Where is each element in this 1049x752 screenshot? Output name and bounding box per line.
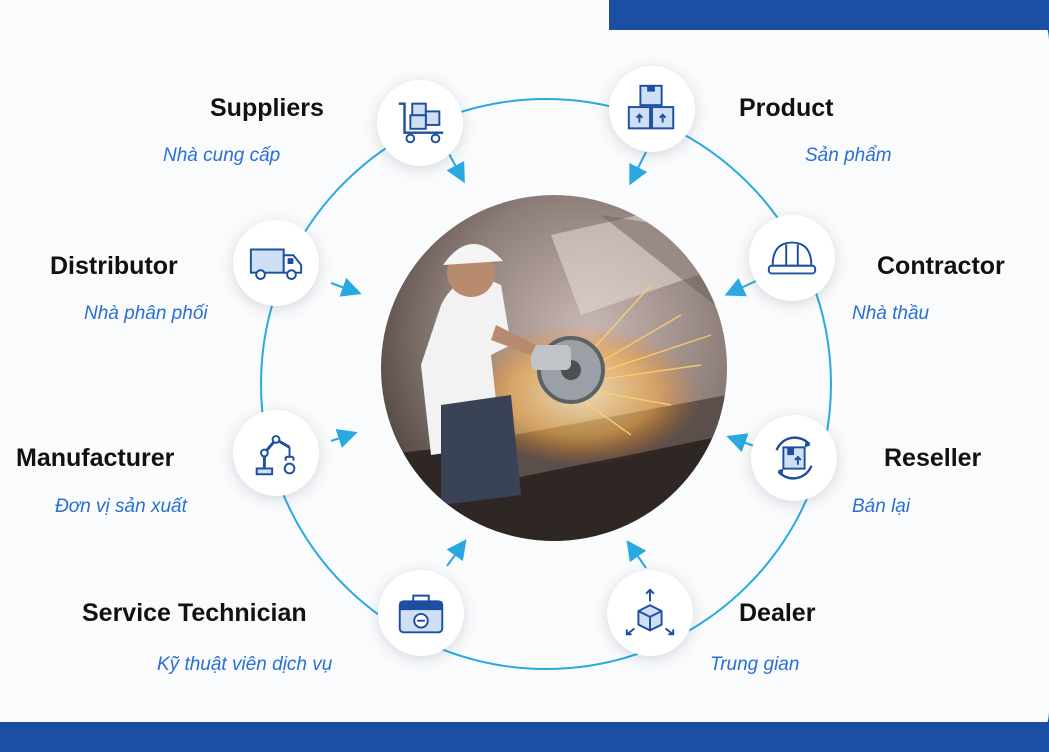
- worker-grinding-metal-photo: [381, 195, 727, 541]
- bottom-band: [0, 722, 1049, 752]
- suppliers-subtitle: Nhà cung cấp: [163, 145, 281, 166]
- suppliers-title: Suppliers: [210, 94, 324, 122]
- hard-hat-icon: [749, 215, 835, 301]
- corner-accent: [609, 0, 1049, 30]
- dealer-subtitle: Trung gian: [710, 654, 800, 675]
- contractor-title: Contractor: [877, 252, 1005, 280]
- service-technician-title: Service Technician: [82, 599, 307, 627]
- distributor-title: Distributor: [50, 252, 178, 280]
- box-arrows-icon: [607, 570, 693, 656]
- dealer-title: Dealer: [739, 599, 816, 627]
- reseller-title: Reseller: [884, 444, 982, 472]
- box-cycle-icon: [751, 415, 837, 501]
- distributor-subtitle: Nhà phân phối: [84, 303, 208, 324]
- stacked-boxes-icon: [609, 66, 695, 152]
- manufacturer-title: Manufacturer: [16, 444, 175, 472]
- manufacturer-subtitle: Đơn vị sản xuất: [55, 496, 187, 517]
- product-title: Product: [739, 94, 834, 122]
- service-technician-subtitle: Kỹ thuật viên dịch vụ: [157, 654, 333, 675]
- truck-icon: [233, 220, 319, 306]
- inward-arrows: [330, 151, 757, 569]
- reseller-subtitle: Bán lại: [852, 496, 911, 517]
- toolbox-icon: [378, 570, 464, 656]
- contractor-subtitle: Nhà thầu: [852, 303, 930, 324]
- cart-boxes-icon: [377, 80, 463, 166]
- robot-arm-icon: [233, 410, 319, 496]
- product-subtitle: Sản phẩm: [805, 145, 892, 166]
